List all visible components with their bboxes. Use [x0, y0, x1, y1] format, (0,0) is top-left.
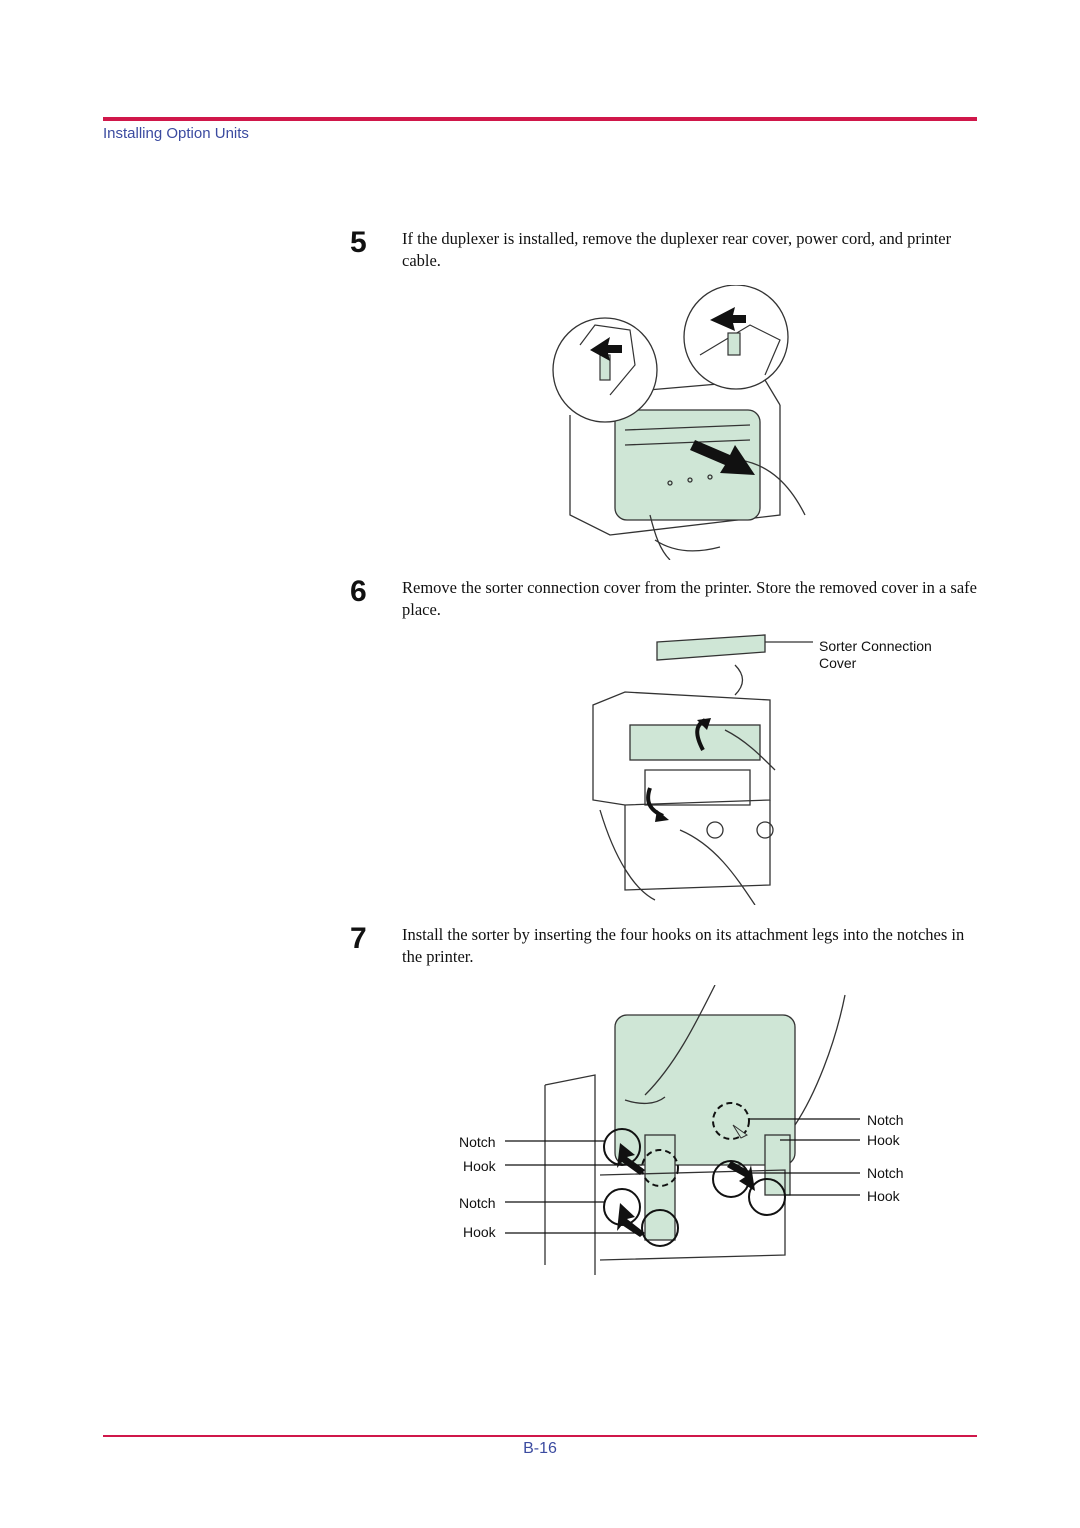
sorter-connection-cover-label: Sorter Connection Cover: [819, 638, 932, 672]
step-7-text: Install the sorter by inserting the four…: [402, 925, 965, 966]
notch-label-right-1: Notch: [867, 1112, 904, 1128]
step-7-number: 7: [350, 922, 367, 955]
sorter-connection-cover-illustration: [592, 634, 813, 905]
hook-label-right-2: Hook: [867, 1188, 900, 1204]
notch-label-left-2: Notch: [459, 1195, 496, 1211]
label-line-2: Cover: [819, 655, 857, 671]
hook-label-right-1: Hook: [867, 1132, 900, 1148]
step-6-number: 6: [350, 575, 367, 608]
section-title: Installing Option Units: [103, 125, 249, 142]
duplexer-rear-cover-illustration: [552, 285, 806, 560]
page-number: B-16: [523, 1440, 557, 1457]
notch-label-left-1: Notch: [459, 1134, 496, 1150]
hook-label-left-1: Hook: [463, 1158, 496, 1174]
step-5-text: If the duplexer is installed, remove the…: [402, 229, 952, 270]
step-5-number: 5: [350, 226, 367, 259]
sorter-installation-illustration: [505, 985, 860, 1275]
footer-rule: [103, 1435, 977, 1437]
header-rule: [103, 117, 977, 121]
step-6-text: Remove the sorter connection cover from …: [402, 578, 977, 619]
notch-label-right-2: Notch: [867, 1165, 904, 1181]
label-line-1: Sorter Connection: [819, 638, 932, 654]
hook-label-left-2: Hook: [463, 1224, 496, 1240]
